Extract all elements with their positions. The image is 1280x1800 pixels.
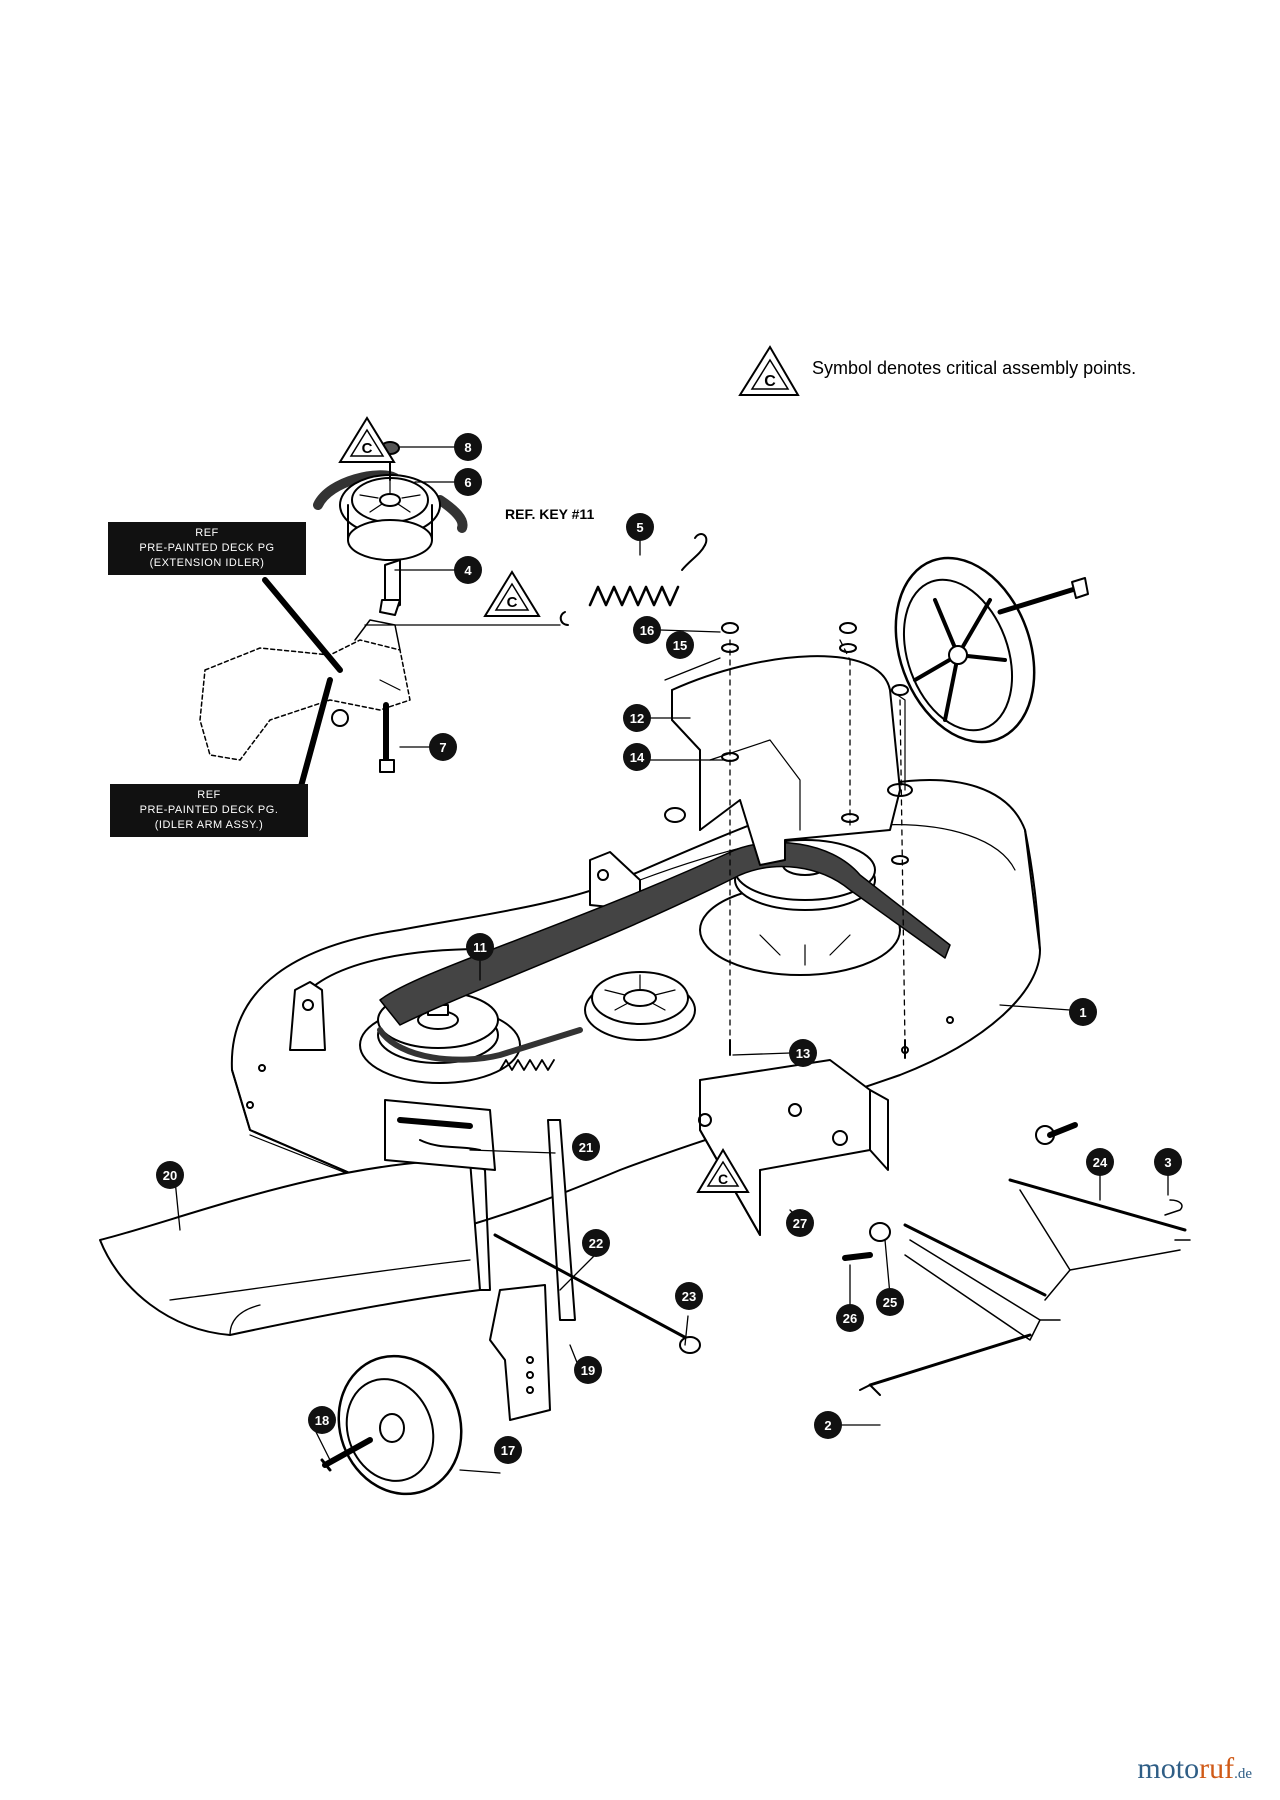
svg-text:12: 12	[630, 711, 644, 726]
ref-box-extension-idler: REF PRE-PAINTED DECK PG (EXTENSION IDLER…	[108, 522, 306, 575]
critical-mark-letter: C	[507, 594, 518, 611]
callout-4: 4	[454, 556, 482, 584]
alignment-dashes	[729, 639, 906, 1046]
ref-box-line: (IDLER ARM ASSY.)	[154, 819, 264, 831]
svg-text:17: 17	[501, 1443, 515, 1458]
extension-spring-part-5	[559, 533, 708, 626]
callout-7: 7	[429, 733, 457, 761]
callout-24: 24	[1086, 1148, 1114, 1176]
callout-6: 6	[454, 468, 482, 496]
chute-hinge-bracket	[384, 1099, 496, 1171]
critical-mark-legend: C	[738, 345, 800, 396]
callout-5: 5	[626, 513, 654, 541]
critical-mark-letter: C	[362, 440, 373, 457]
deck-idler-pulley	[584, 971, 696, 1041]
svg-text:21: 21	[579, 1140, 593, 1155]
callout-20: 20	[156, 1161, 184, 1189]
callouts: 1 2 3 4 5 6 7 8 11 12 13 14 15 16 17 18 …	[156, 433, 1182, 1464]
svg-text:4: 4	[464, 563, 472, 578]
lift-rod-part-2	[859, 1333, 1032, 1396]
svg-text:18: 18	[315, 1413, 329, 1428]
callout-18: 18	[308, 1406, 336, 1434]
ref-pointers	[262, 577, 343, 793]
critical-mark-2: C	[483, 570, 541, 617]
svg-text:16: 16	[640, 623, 654, 638]
callout-17: 17	[494, 1436, 522, 1464]
svg-text:19: 19	[581, 1363, 595, 1378]
callout-16: 16	[633, 616, 661, 644]
callout-8: 8	[454, 433, 482, 461]
ref-box-line: PRE-PAINTED DECK PG.	[139, 804, 279, 816]
callout-27: 27	[786, 1209, 814, 1237]
svg-text:15: 15	[673, 638, 687, 653]
idler-arm-assembly	[199, 619, 561, 761]
callout-15: 15	[666, 631, 694, 659]
svg-text:25: 25	[883, 1295, 897, 1310]
svg-text:6: 6	[464, 475, 471, 490]
shoulder-bolt-part-7	[379, 702, 395, 773]
callout-1: 1	[1069, 998, 1097, 1026]
watermark-suffix: .de	[1234, 1766, 1252, 1782]
svg-text:26: 26	[843, 1311, 857, 1326]
callout-12: 12	[623, 704, 651, 732]
callout-3: 3	[1154, 1148, 1182, 1176]
deck-left-bracket	[289, 981, 326, 1051]
ref-key-label: REF. KEY #11	[505, 506, 595, 522]
ref-box-line: REF	[195, 527, 219, 539]
belt-guard-cover	[671, 655, 913, 866]
critical-mark-1: C	[338, 416, 396, 463]
ref-box-line: PRE-PAINTED DECK PG	[139, 542, 275, 554]
idler-bracket-part-4	[379, 559, 401, 616]
cover-hardware	[664, 622, 909, 1059]
critical-mark-letter: C	[718, 1171, 728, 1187]
critical-mark-3: C	[696, 1148, 750, 1193]
svg-text:23: 23	[682, 1289, 696, 1304]
front-link-assembly	[842, 1222, 1191, 1341]
ref-box-idler-arm: REF PRE-PAINTED DECK PG. (IDLER ARM ASSY…	[110, 784, 308, 837]
callout-13: 13	[789, 1039, 817, 1067]
discharge-chute	[99, 1159, 491, 1336]
extension-idler-pulley	[313, 441, 468, 561]
callout-11: 11	[466, 933, 494, 961]
callout-22: 22	[582, 1229, 610, 1257]
svg-text:7: 7	[439, 740, 446, 755]
callout-25: 25	[876, 1288, 904, 1316]
svg-text:2: 2	[824, 1418, 831, 1433]
ref-box-line: (EXTENSION IDLER)	[149, 557, 265, 569]
deck-drive-belt	[377, 841, 951, 1063]
hairpin-clip-part-3	[1164, 1199, 1183, 1216]
callout-26: 26	[836, 1304, 864, 1332]
callout-19: 19	[574, 1356, 602, 1384]
front-hanger-bracket	[698, 1059, 889, 1236]
watermark-part1: moto	[1137, 1752, 1200, 1785]
watermark-part2: ruf	[1199, 1752, 1235, 1785]
front-gauge-wheel	[320, 1354, 463, 1496]
rear-gauge-wheel	[894, 556, 1089, 744]
svg-text:14: 14	[630, 750, 645, 765]
front-wheel-bracket	[489, 1119, 576, 1421]
callout-14: 14	[623, 743, 651, 771]
hanger-rod-part-24	[1008, 1122, 1187, 1301]
svg-text:5: 5	[636, 520, 643, 535]
svg-text:24: 24	[1093, 1155, 1108, 1170]
svg-text:8: 8	[464, 440, 471, 455]
right-spindle-pulley	[699, 839, 901, 976]
svg-text:22: 22	[589, 1236, 603, 1251]
svg-text:27: 27	[793, 1216, 807, 1231]
watermark-logo: motoruf.de	[1137, 1752, 1252, 1786]
svg-text:20: 20	[163, 1168, 177, 1183]
callout-21: 21	[572, 1133, 600, 1161]
critical-points-legend: Symbol denotes critical assembly points.	[812, 358, 1137, 378]
deck-idler-spring	[499, 1059, 555, 1071]
ref-box-line: REF	[197, 789, 221, 801]
svg-text:11: 11	[473, 940, 487, 955]
callout-2: 2	[814, 1411, 842, 1439]
svg-text:1: 1	[1079, 1005, 1086, 1020]
svg-text:13: 13	[796, 1046, 810, 1061]
svg-text:3: 3	[1164, 1155, 1171, 1170]
legend-symbol-letter: C	[764, 373, 776, 390]
callout-23: 23	[675, 1282, 703, 1310]
